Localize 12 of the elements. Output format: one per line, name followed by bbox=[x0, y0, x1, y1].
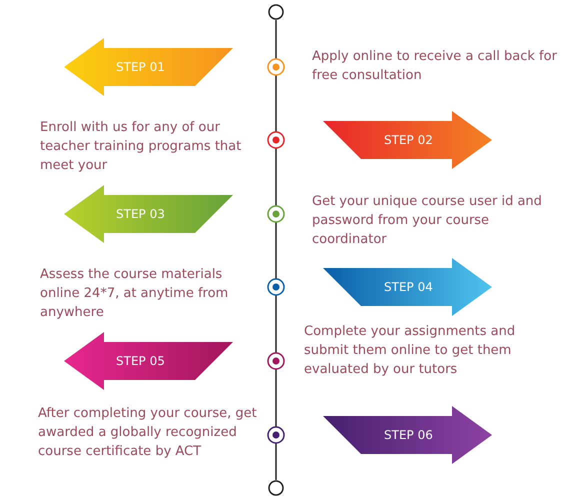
step-label: STEP 06 bbox=[384, 427, 433, 444]
step-description: Get your unique course user id and password from your course coordinator bbox=[312, 193, 543, 249]
step-description: Enroll with us for any of our teacher training programs that meet your bbox=[40, 119, 242, 175]
step-label: STEP 01 bbox=[116, 59, 165, 76]
step-description: Assess the course materials online 24*7, at anytime from anywhere bbox=[40, 266, 230, 322]
step-description: After completing your course, get awarded a globally recognized course certificate by ACT bbox=[38, 405, 258, 461]
step-description: Apply online to receive a call back for free consultation bbox=[312, 48, 558, 85]
step-description: Complete your assignments and submit them online to get them evaluated by our tutors bbox=[304, 323, 516, 379]
step-label: STEP 03 bbox=[116, 206, 165, 223]
step-label: STEP 02 bbox=[384, 132, 433, 149]
step-label: STEP 04 bbox=[384, 279, 433, 296]
step-label: STEP 05 bbox=[116, 353, 165, 370]
